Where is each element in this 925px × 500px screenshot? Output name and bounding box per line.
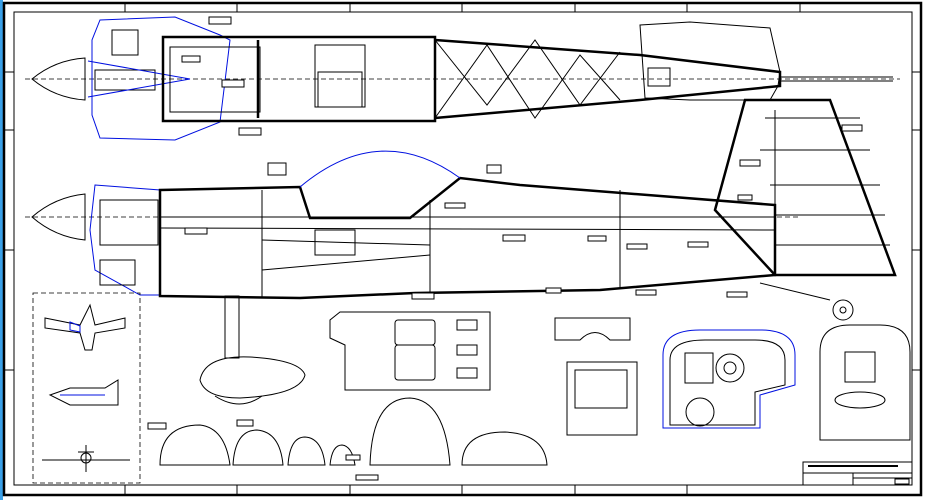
parts — [159, 311, 911, 466]
top-view-fuselage — [25, 16, 900, 141]
window-edge — [0, 0, 3, 500]
callout-labels — [147, 16, 863, 481]
title-block — [802, 461, 913, 486]
three-view-inset — [32, 292, 141, 484]
side-view-fuselage — [25, 98, 897, 405]
